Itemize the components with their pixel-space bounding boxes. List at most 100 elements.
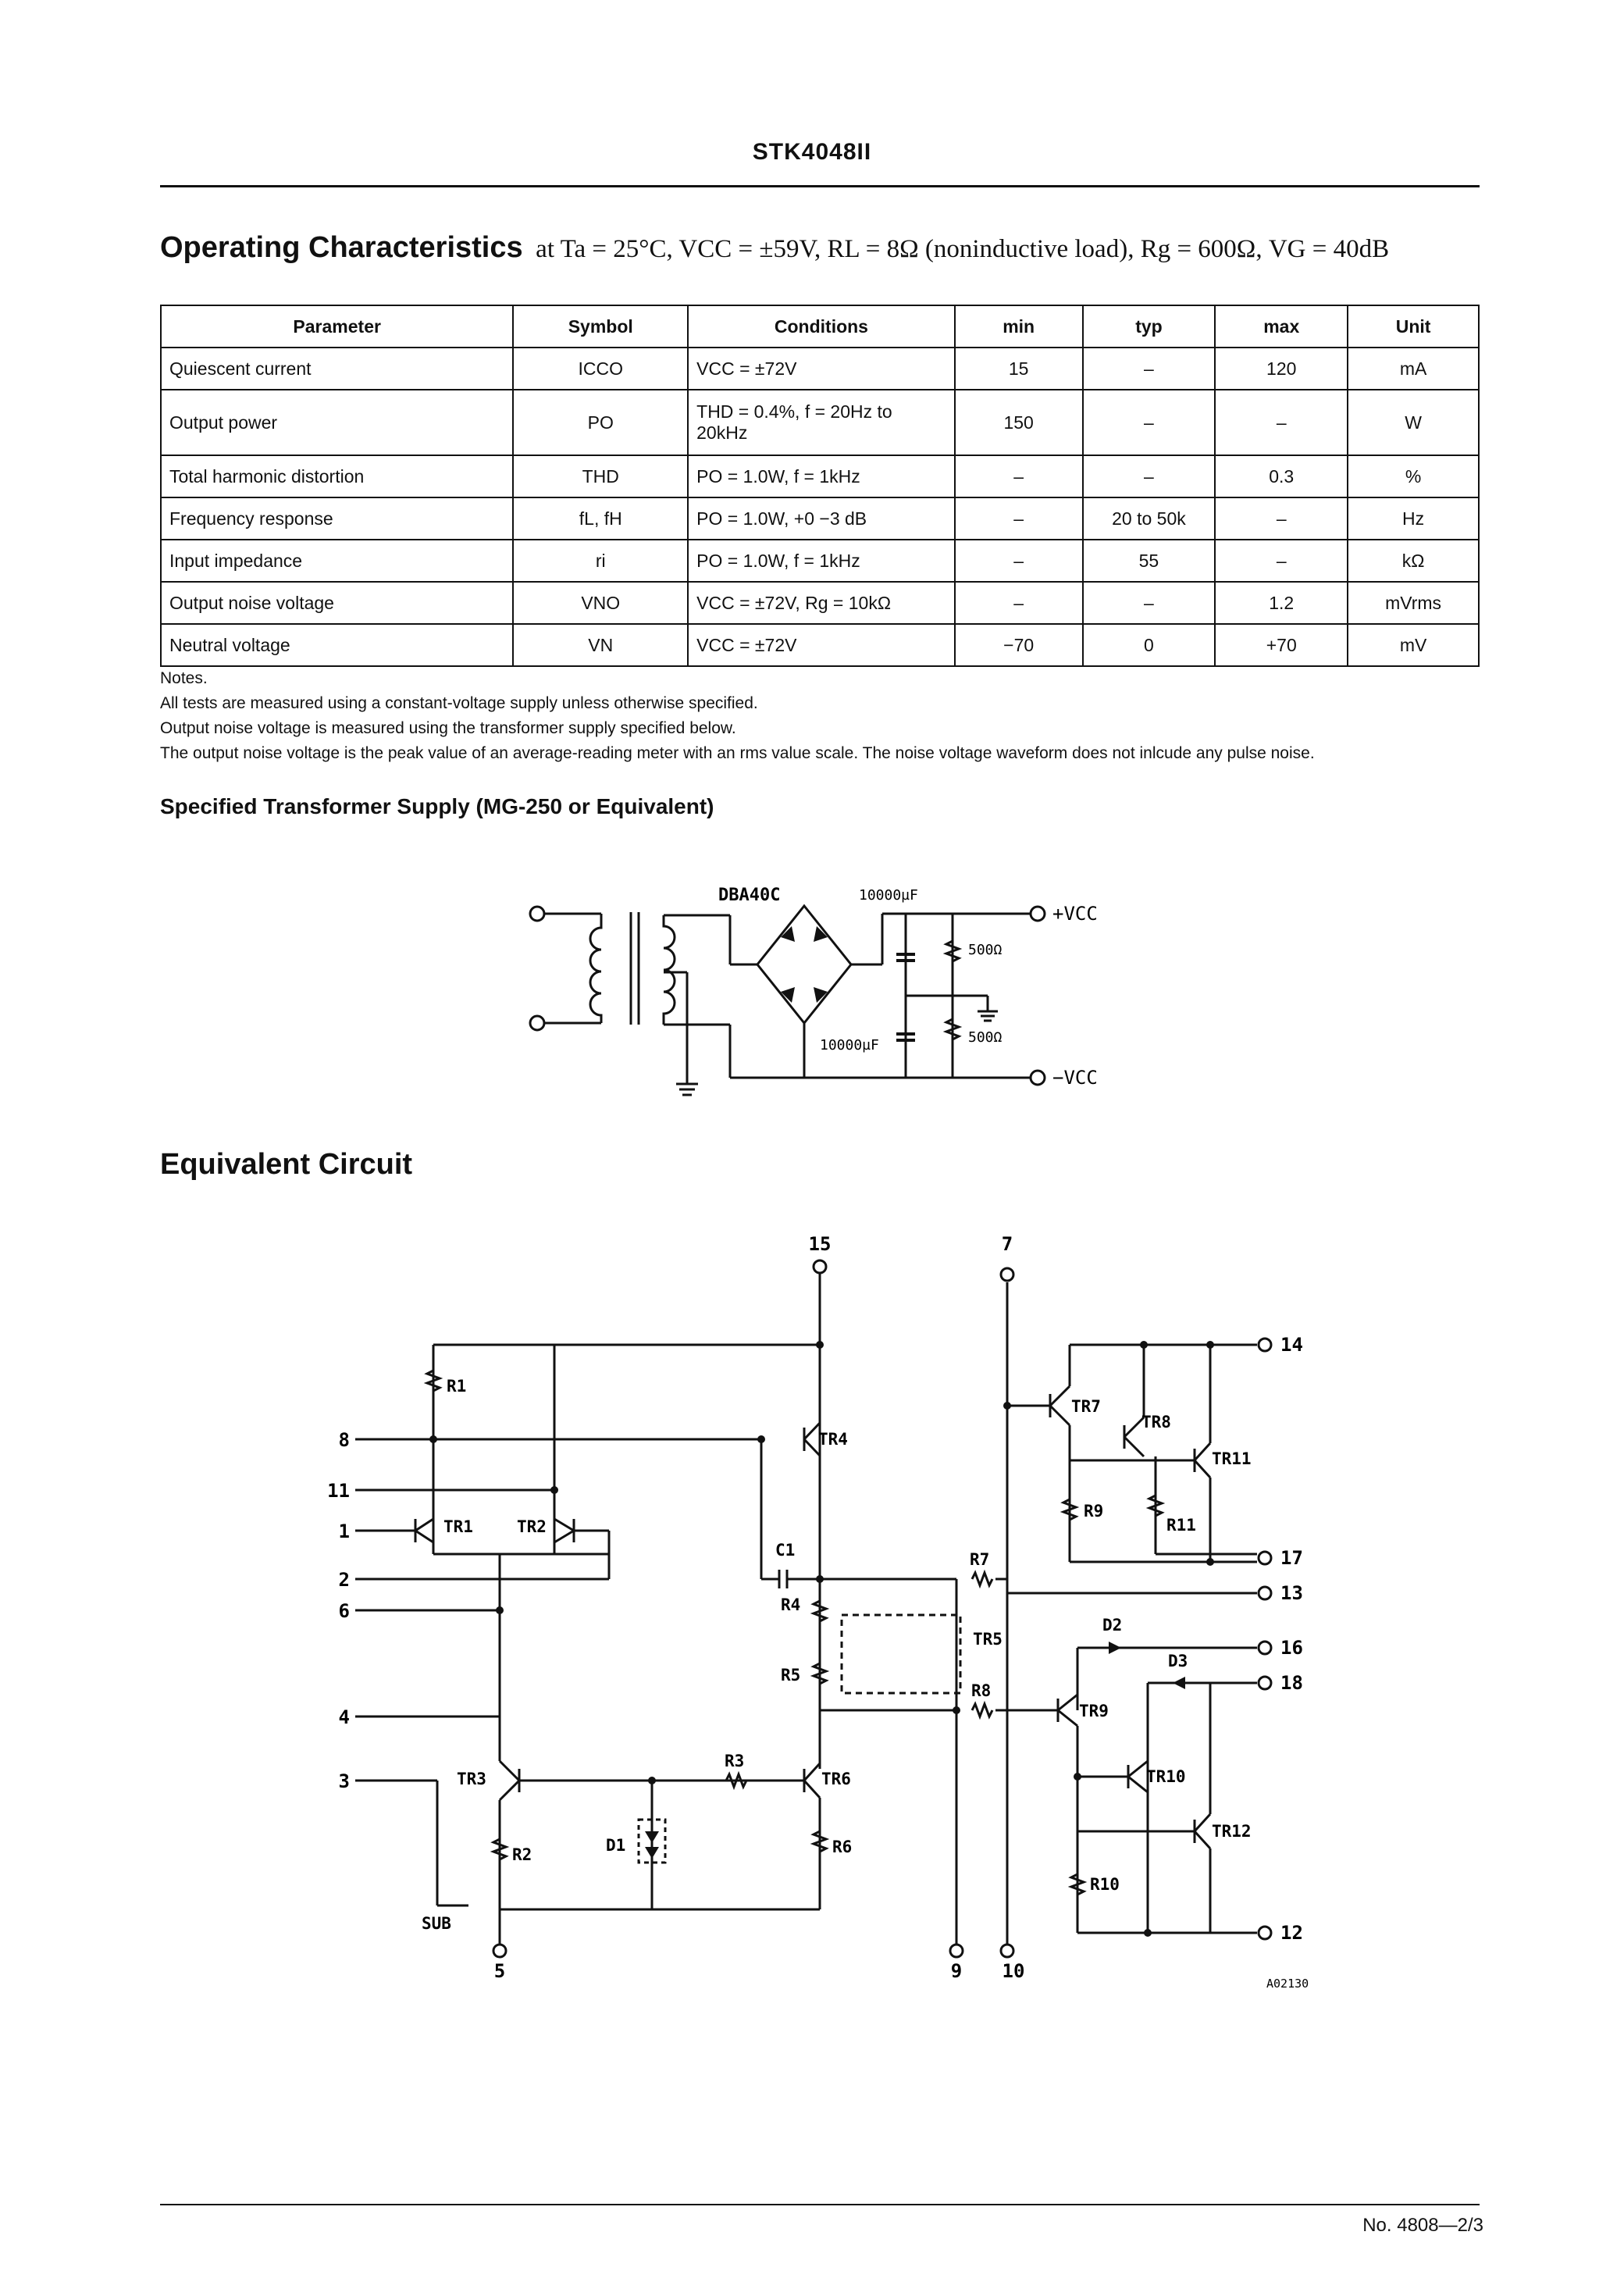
table-cell: Frequency response <box>159 497 515 540</box>
footer-rule <box>160 2204 1480 2205</box>
pin-label: 16 <box>1280 1637 1303 1659</box>
table-cell: – <box>1081 347 1216 390</box>
resistor-label: R9 <box>1084 1502 1103 1520</box>
table-row: Input impedance ri PO = 1.0W, f = 1kHz –… <box>159 539 1480 583</box>
resistor-label: R8 <box>971 1681 991 1700</box>
table-cell: THD = 0.4%, f = 20Hz to 20kHz <box>687 389 956 456</box>
table-row: Quiescent current ICCO VCC = ±72V 15 – 1… <box>159 347 1480 390</box>
pin-label: 14 <box>1280 1334 1303 1356</box>
pin-label: 5 <box>494 1960 505 1982</box>
table-cell: VNO <box>512 581 689 625</box>
equivalent-circuit-heading: Equivalent Circuit <box>160 1148 413 1181</box>
diode-label: D3 <box>1168 1652 1188 1670</box>
vcc-positive-label: +VCC <box>1052 903 1098 925</box>
equivalent-circuit-schematic: 15 7 14 8 11 1 2 6 4 3 5 9 10 17 13 16 1… <box>327 1233 1309 1991</box>
table-cell: – <box>1081 455 1216 498</box>
table-row: Frequency response fL, fH PO = 1.0W, +0 … <box>159 497 1480 540</box>
column-header: min <box>953 305 1084 348</box>
transistor-label: TR9 <box>1079 1702 1109 1720</box>
pin-label: 7 <box>1002 1233 1013 1255</box>
table-cell: Total harmonic distortion <box>159 455 515 498</box>
column-header: typ <box>1081 305 1216 348</box>
substrate-label: SUB <box>422 1914 451 1933</box>
operating-title: Operating Characteristics <box>160 231 523 264</box>
table-cell: Hz <box>1347 497 1480 540</box>
transistor-label: TR11 <box>1212 1449 1252 1468</box>
table-cell: 1.2 <box>1214 581 1349 625</box>
table-cell: Quiescent current <box>159 347 515 390</box>
table-cell: 120 <box>1214 347 1349 390</box>
notes-line: All tests are measured using a constant-… <box>160 694 758 712</box>
table-row: Output noise voltage VNO VCC = ±72V, Rg … <box>159 581 1480 625</box>
table-cell: PO = 1.0W, f = 1kHz <box>687 455 956 498</box>
table-cell: – <box>953 539 1084 583</box>
operating-heading: Operating Characteristics at Ta = 25°C, … <box>160 231 1389 265</box>
table-cell: 55 <box>1081 539 1216 583</box>
transformer-supply-schematic: DBA40C 10000µF 10000µF 500Ω 500Ω +VCC −V… <box>529 886 1098 1096</box>
table-cell: – <box>1214 497 1349 540</box>
table-cell: mVrms <box>1347 581 1480 625</box>
table-cell: 15 <box>953 347 1084 390</box>
cap-top-label: 10000µF <box>859 887 918 904</box>
table-cell: +70 <box>1214 623 1349 667</box>
transistor-label: TR2 <box>517 1517 547 1536</box>
resistor-label: R4 <box>781 1595 800 1614</box>
table-cell: – <box>1214 389 1349 456</box>
pin-label: 1 <box>339 1520 350 1542</box>
resistor-label: R5 <box>781 1666 800 1684</box>
cap-bottom-label: 10000µF <box>820 1037 879 1053</box>
table-cell: 20 to 50k <box>1081 497 1216 540</box>
table-cell: PO = 1.0W, +0 −3 dB <box>687 497 956 540</box>
pin-label: 9 <box>951 1960 962 1982</box>
table-cell: ri <box>512 539 689 583</box>
table-cell: – <box>1214 539 1349 583</box>
table-row: Output power PO THD = 0.4%, f = 20Hz to … <box>159 389 1480 456</box>
table-cell: – <box>953 497 1084 540</box>
table-cell: Output noise voltage <box>159 581 515 625</box>
table-cell: fL, fH <box>512 497 689 540</box>
pin-label: 10 <box>1003 1960 1025 1982</box>
table-cell: VN <box>512 623 689 667</box>
transistor-label: TR6 <box>821 1770 851 1788</box>
resistor-label: R10 <box>1090 1875 1120 1894</box>
pin-label: 6 <box>339 1600 350 1622</box>
table-cell: VCC = ±72V <box>687 347 956 390</box>
column-header: Parameter <box>159 305 515 348</box>
table-cell: THD <box>512 455 689 498</box>
vcc-negative-label: −VCC <box>1052 1067 1098 1089</box>
notes-block: Notes. All tests are measured using a co… <box>160 666 1315 766</box>
res-bottom-label: 500Ω <box>968 1029 1003 1046</box>
pin-label: 18 <box>1280 1672 1303 1694</box>
table-cell: VCC = ±72V, Rg = 10kΩ <box>687 581 956 625</box>
diode-label: D2 <box>1102 1616 1122 1635</box>
table-cell: ICCO <box>512 347 689 390</box>
table-cell: – <box>1081 581 1216 625</box>
pin-label: 15 <box>809 1233 832 1255</box>
transistor-label: TR10 <box>1146 1767 1186 1786</box>
pin-label: 17 <box>1280 1547 1303 1569</box>
transistor-label: TR12 <box>1212 1822 1252 1841</box>
resistor-label: R2 <box>512 1845 532 1864</box>
page-number: No. 4808—2/3 <box>1362 2215 1483 2236</box>
table-row: Total harmonic distortion THD PO = 1.0W,… <box>159 455 1480 498</box>
table-cell: Neutral voltage <box>159 623 515 667</box>
table-cell: 0.3 <box>1214 455 1349 498</box>
table-cell: 0 <box>1081 623 1216 667</box>
table-cell: – <box>953 581 1084 625</box>
notes-line: The output noise voltage is the peak val… <box>160 744 1315 762</box>
table-cell: 150 <box>953 389 1084 456</box>
table-header-row: Parameter Symbol Conditions min typ max … <box>159 305 1480 348</box>
pin-label: 11 <box>327 1480 350 1502</box>
table-cell: W <box>1347 389 1480 456</box>
table-cell: % <box>1347 455 1480 498</box>
res-top-label: 500Ω <box>968 942 1003 958</box>
column-header: Unit <box>1347 305 1480 348</box>
transistor-label: TR8 <box>1141 1413 1171 1431</box>
table-row: Neutral voltage VN VCC = ±72V −70 0 +70 … <box>159 623 1480 667</box>
transistor-label: TR1 <box>443 1517 473 1536</box>
column-header: Symbol <box>512 305 689 348</box>
pin-label: 2 <box>339 1569 350 1591</box>
table-cell: PO <box>512 389 689 456</box>
table-cell: Input impedance <box>159 539 515 583</box>
header-rule <box>160 185 1480 187</box>
